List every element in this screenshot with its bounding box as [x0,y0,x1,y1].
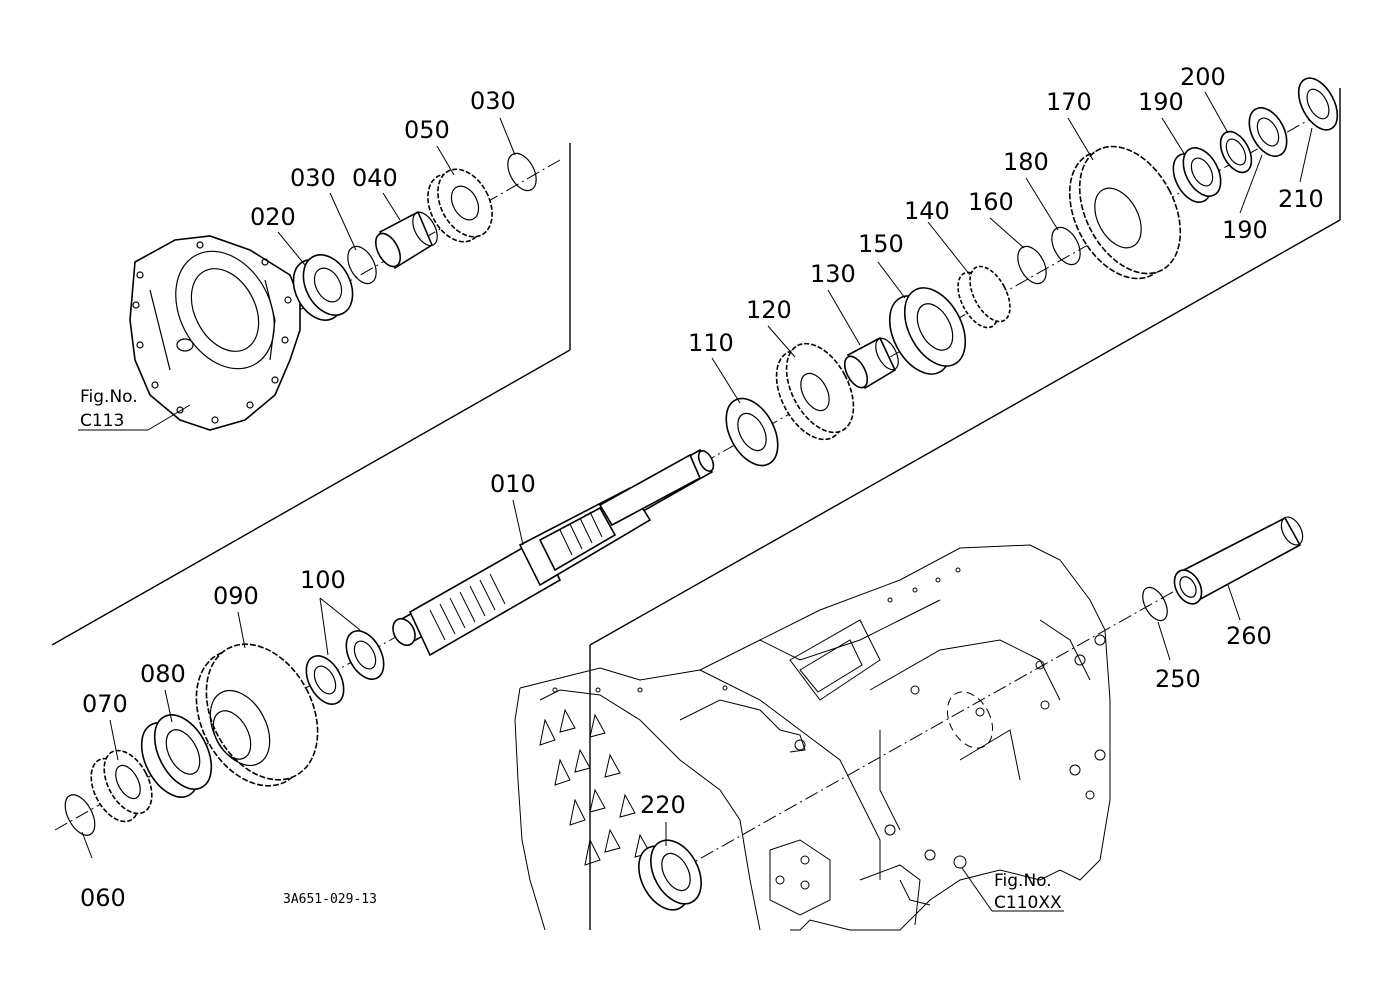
part-number-labels: 010 020 030 040 050 030 060 070 080 090 … [80,63,1324,912]
label-060: 060 [80,884,126,912]
label-160: 160 [968,188,1014,216]
bearing-190-b [1248,107,1288,157]
collar-130 [843,336,899,390]
ref1-title: Fig.No. [80,387,138,407]
housing-bolt-holes [132,241,292,424]
label-190-a: 190 [1138,88,1184,116]
label-180: 180 [1003,148,1049,176]
hub-140 [957,265,1011,329]
oil-seal-220 [638,839,702,911]
case-ribs-left [539,708,651,866]
ref2-code: C110XX [994,893,1062,913]
label-220: 220 [640,791,686,819]
label-110: 110 [688,329,734,357]
label-050: 050 [404,116,450,144]
gear-050 [427,168,493,243]
label-140: 140 [904,197,950,225]
snap-ring-060 [64,794,96,836]
snap-ring-030-b [507,152,537,192]
shaft-splines [429,511,603,641]
collar-200 [1219,130,1253,174]
label-200: 200 [1180,63,1226,91]
front-housing [129,235,301,431]
label-120: 120 [746,296,792,324]
label-260: 260 [1226,622,1272,650]
snap-ring-250 [1142,586,1168,622]
label-030-b: 030 [470,87,516,115]
snap-ring-160 [1017,245,1047,285]
transmission-case [514,544,1111,931]
label-250: 250 [1155,665,1201,693]
ref2-title: Fig.No. [994,871,1052,891]
label-070: 070 [82,690,128,718]
bearing-150 [888,287,967,375]
gear-090 [195,643,319,787]
label-170: 170 [1046,88,1092,116]
figure-reference-c113: Fig.No. C113 [80,387,138,431]
gear-120 [775,342,855,441]
label-030-a: 030 [290,164,336,192]
drawing-code: 3A651-029-13 [283,892,377,907]
label-020: 020 [250,203,296,231]
frame-lines [51,88,1341,930]
label-130: 130 [810,260,856,288]
figure-reference-c110xx: Fig.No. C110XX [994,871,1062,913]
bearing-020 [292,254,354,321]
main-shaft-010 [392,448,715,657]
label-190-b: 190 [1222,216,1268,244]
label-100: 100 [300,566,346,594]
bearing-080 [140,714,213,798]
label-040: 040 [352,164,398,192]
gear-170 [1068,145,1182,280]
snap-ring-030-a [347,245,377,285]
collar-040 [374,210,438,270]
needle-bearings-100 [305,630,385,705]
label-080: 080 [140,660,186,688]
bearing-190-a [1172,147,1222,203]
label-090: 090 [213,582,259,610]
label-150: 150 [858,230,904,258]
case-dots-top [552,567,961,693]
gear-070 [90,749,153,823]
ref1-code: C113 [80,411,124,431]
label-010: 010 [490,470,536,498]
thrust-washer-110 [725,397,779,467]
pipe-260 [1173,516,1304,605]
shim-210 [1297,77,1339,131]
leader-lines [78,91,1313,912]
label-210: 210 [1278,185,1324,213]
